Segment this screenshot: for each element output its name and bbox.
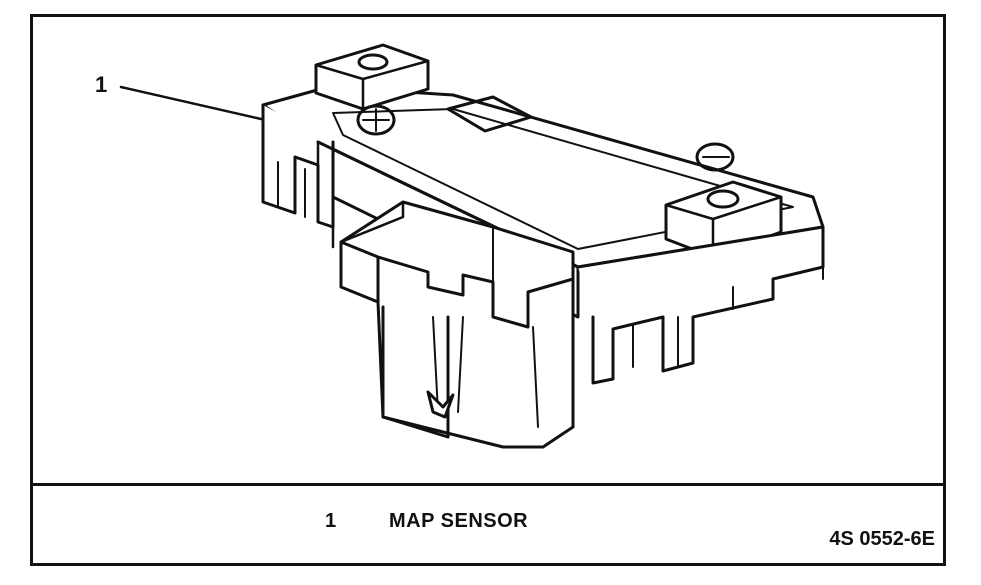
left-mount-hole <box>357 53 389 71</box>
right-mount-hole <box>706 189 740 209</box>
left-screw <box>356 104 396 136</box>
callout-leader <box>119 85 263 121</box>
legend-label: MAP SENSOR <box>389 510 529 532</box>
callout-number-1: 1 <box>95 72 107 97</box>
legend-row: 1 MAP SENSOR 4S 0552-6E <box>33 486 943 563</box>
map-sensor-illustration: 1 <box>95 43 825 449</box>
figure-code: 4S 0552-6E <box>829 528 935 550</box>
connector-body <box>381 305 450 439</box>
connector-latch <box>426 390 455 419</box>
sensor-window <box>446 95 533 133</box>
figure-frame: 1 1 MAP SENSOR 4S 0552-6E <box>30 14 946 566</box>
legend-number: 1 <box>325 510 337 532</box>
housing-left-wall <box>261 103 335 229</box>
right-screw <box>695 142 735 172</box>
caption-divider <box>33 483 943 486</box>
